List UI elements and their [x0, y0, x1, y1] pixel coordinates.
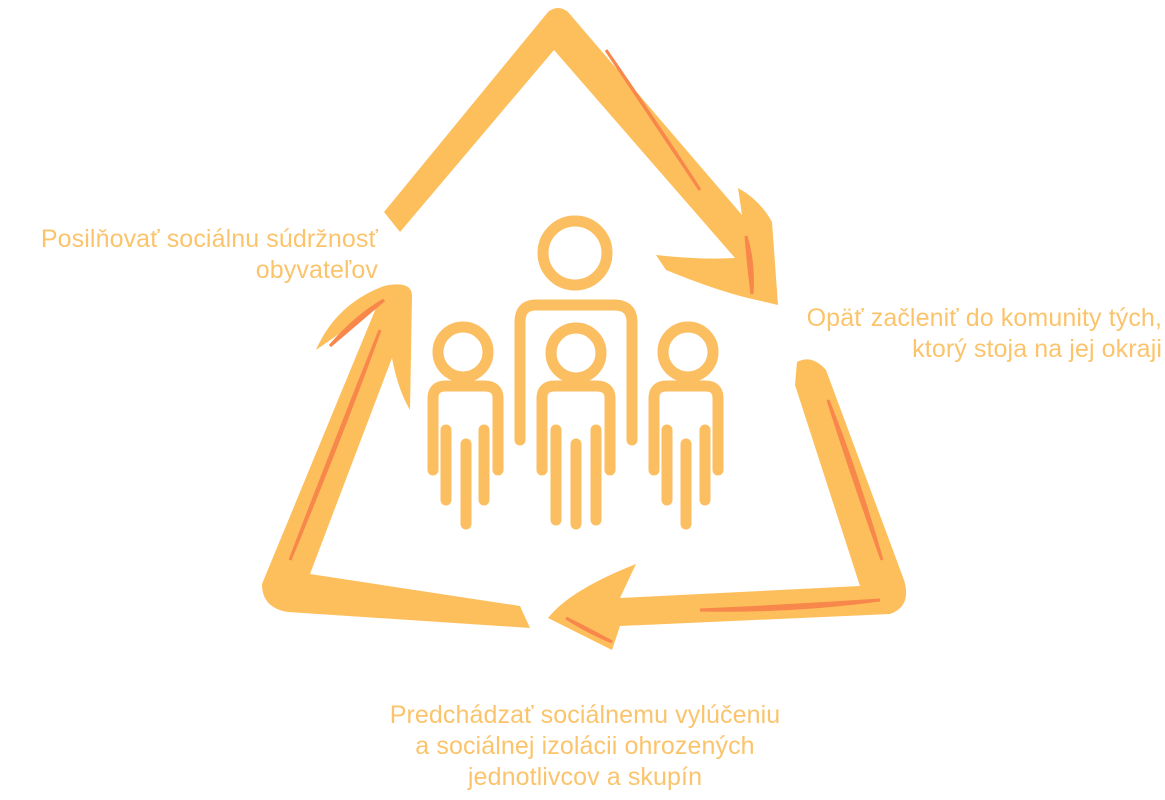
arrow-left-up-body: [262, 284, 530, 628]
label-reintegrate-community: Opäť začleniť do komunity tých, ktorý st…: [770, 303, 1162, 365]
label-prevent-exclusion: Predchádzať sociálnemu vylúčeniu a sociá…: [340, 700, 830, 793]
label-strengthen-cohesion: Posilňovať sociálnu súdržnosť obyvateľov: [0, 224, 378, 286]
arrow-left-up-highlight: [288, 298, 385, 561]
arrow-right-bottom-highlight: [565, 399, 884, 644]
arrow-left-up: [262, 284, 530, 628]
arrow-top-right: [384, 8, 778, 305]
arrow-top-right-highlight: [604, 49, 754, 295]
arrow-top-right-body: [384, 8, 778, 305]
label-left-line-1: Posilňovať sociálnu súdržnosť: [40, 225, 378, 253]
label-bottom-line-3: jednotlivcov a skupín: [467, 763, 703, 791]
label-right-line-1: Opäť začleniť do komunity tých,: [806, 304, 1162, 332]
label-right-line-2: ktorý stoja na jej okraji: [912, 335, 1162, 363]
person-left-icon: [427, 321, 504, 530]
label-bottom-line-1: Predchádzať sociálnemu vylúčeniu: [389, 701, 781, 729]
label-left-line-2: obyvateľov: [255, 256, 378, 284]
person-right-icon: [648, 321, 724, 530]
person-front-icon: [530, 322, 620, 532]
label-bottom-line-2: a sociálnej izolácii ohrozených: [415, 732, 755, 760]
arrow-right-bottom-body: [548, 359, 907, 650]
group-of-people-icon: [427, 215, 724, 532]
arrow-right-bottom: [548, 359, 907, 650]
person-tall-icon: [514, 215, 638, 446]
